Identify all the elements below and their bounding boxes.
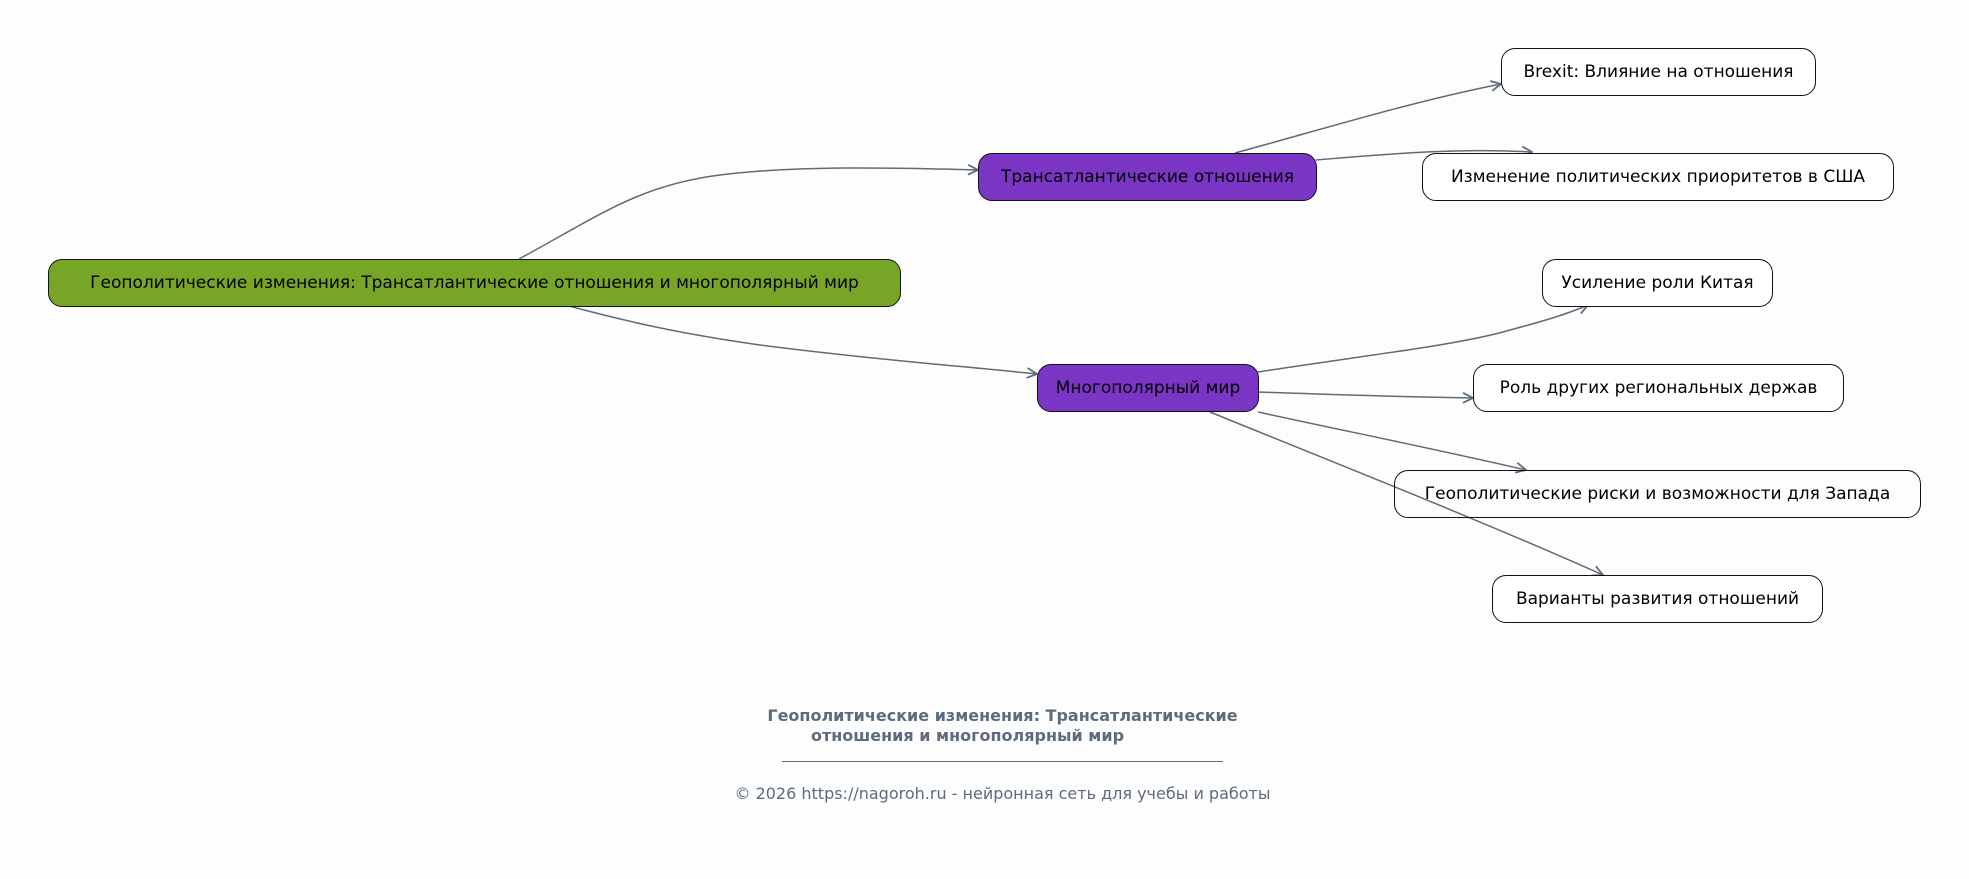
footer-copyright: © 2026 https://nagoroh.ru - нейронная се… [734, 784, 1271, 803]
footer-title-line2: отношения и многополярный мир [810, 726, 1125, 745]
leaf-node-brexit[interactable]: Brexit: Влияние на отношения [1501, 48, 1816, 96]
edge-trans-usa [1315, 151, 1532, 161]
leaf-label: Усиление роли Китая [1561, 273, 1754, 293]
edge-multi-risks [1257, 411, 1526, 470]
leaf-node-variants[interactable]: Варианты развития отношений [1492, 575, 1823, 623]
edge-root-transatlantic [518, 168, 978, 260]
branch-node-multipolar[interactable]: Многополярный мир [1037, 364, 1259, 412]
leaf-label: Изменение политических приоритетов в США [1450, 167, 1866, 187]
branch-label: Трансатлантические отношения [1001, 167, 1294, 187]
footer-title: Геополитические изменения: Трансатлантич… [0, 706, 1969, 746]
leaf-node-china[interactable]: Усиление роли Китая [1542, 259, 1773, 307]
root-node[interactable]: Геополитические изменения: Трансатлантич… [48, 259, 901, 307]
branch-node-transatlantic[interactable]: Трансатлантические отношения [978, 153, 1317, 201]
root-node-label: Геополитические изменения: Трансатлантич… [90, 273, 859, 293]
edge-root-multipolar [568, 305, 1037, 374]
edge-multi-regional [1257, 391, 1473, 398]
edge-multi-variants [1209, 411, 1603, 575]
edge-multi-china [1257, 305, 1588, 373]
edge-trans-brexit [1234, 84, 1501, 154]
leaf-label: Brexit: Влияние на отношения [1523, 62, 1794, 82]
leaf-node-usa-priorities[interactable]: Изменение политических приоритетов в США [1422, 153, 1894, 201]
footer-divider [782, 761, 1223, 762]
leaf-node-risks[interactable]: Геополитические риски и возможности для … [1394, 470, 1921, 518]
leaf-label: Роль других региональных держав [1499, 378, 1818, 398]
leaf-node-regional-powers[interactable]: Роль других региональных держав [1473, 364, 1844, 412]
branch-label: Многополярный мир [1055, 378, 1241, 398]
leaf-label: Варианты развития отношений [1515, 589, 1800, 609]
leaf-label: Геополитические риски и возможности для … [1424, 484, 1891, 504]
footer-title-line1: Геополитические изменения: Трансатлантич… [767, 706, 1238, 725]
